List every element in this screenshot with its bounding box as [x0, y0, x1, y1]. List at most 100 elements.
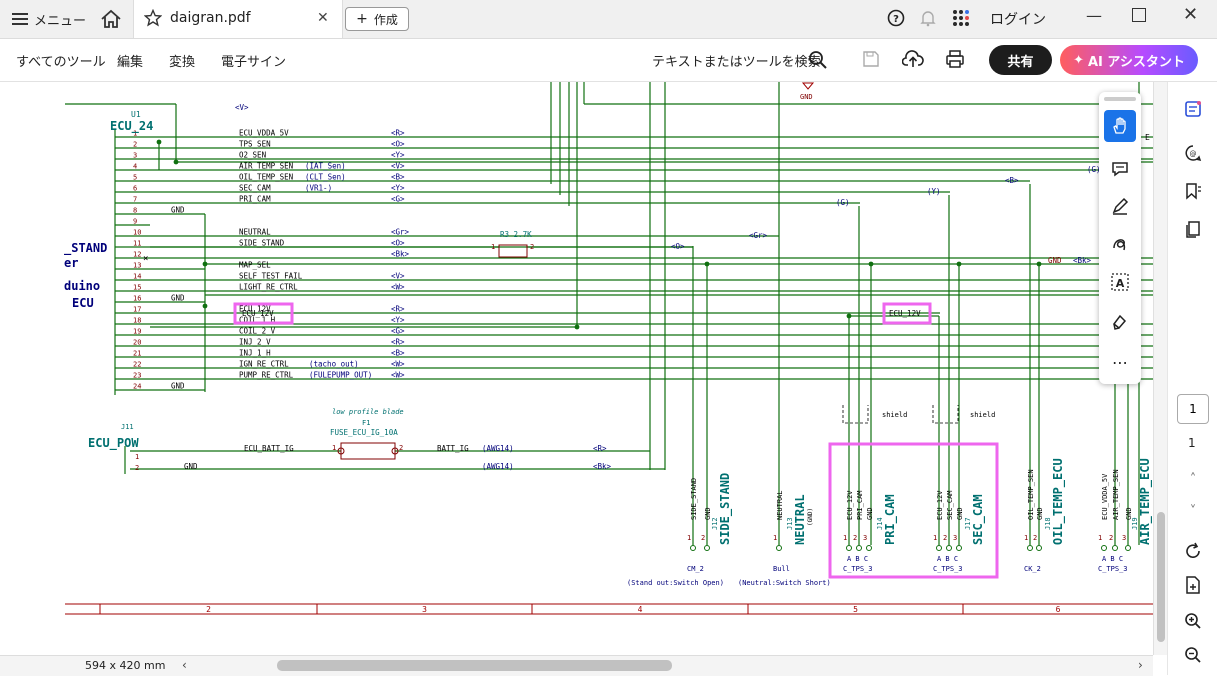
connector-type: CM_2 — [687, 565, 704, 573]
connector-pin-number: 2 — [943, 534, 947, 542]
u1-pin-alias: (VR1-) — [305, 184, 332, 193]
extract-page-icon[interactable] — [1180, 572, 1206, 598]
highlight-pen-icon[interactable] — [1104, 190, 1136, 222]
print-icon[interactable] — [945, 49, 965, 69]
connector-pin-name: OIL_TEMP_SEN — [1027, 469, 1035, 520]
connector-abc: A B C — [937, 555, 958, 563]
close-window-icon[interactable]: ✕ — [1183, 4, 1199, 25]
more-tools-icon[interactable]: ⋯ — [1112, 352, 1128, 372]
fuse-note: low profile blade — [332, 408, 404, 416]
u1-ref: U1 — [131, 110, 141, 119]
comments-panel-icon[interactable]: @ — [1180, 140, 1206, 166]
u1-pin-color-tag: <G> — [391, 327, 405, 336]
tag-bk-pow: <Bk> — [593, 462, 612, 471]
scroll-left-icon[interactable]: ‹ — [182, 658, 187, 672]
connector-pin-name: ECU_12V — [936, 490, 944, 520]
convert-menu[interactable]: 変換 — [169, 55, 196, 70]
save-icon[interactable] — [862, 50, 880, 68]
comment-tool-icon[interactable] — [1104, 152, 1136, 184]
cloud-upload-icon[interactable] — [902, 49, 924, 69]
help-icon[interactable]: ? — [887, 9, 905, 27]
all-tools-menu[interactable]: すべてのツール — [16, 55, 106, 70]
u1-pin-number: 2 — [133, 141, 137, 149]
menu-button[interactable]: メニュー — [12, 8, 86, 30]
connector-type: CK_2 — [1024, 565, 1041, 573]
shield-bracket — [932, 405, 959, 424]
u1-pin-signal: AIR_TEMP_SEN — [239, 162, 293, 171]
batt-ig2-label: BATT_IG — [437, 444, 469, 453]
zoom-in-icon[interactable] — [1180, 608, 1206, 634]
home-icon[interactable] — [98, 7, 124, 31]
u1-pin-color-tag: <Bk> — [391, 250, 410, 259]
scroll-right-icon[interactable]: › — [1138, 658, 1143, 672]
login-link[interactable]: ログイン — [990, 12, 1046, 28]
pages-icon[interactable] — [1180, 216, 1206, 242]
page-down-icon[interactable]: ˅ — [1189, 503, 1197, 519]
connector-ref: J13 — [786, 517, 794, 530]
create-button[interactable]: +作成 — [345, 7, 409, 31]
u1-pin-number: 15 — [133, 284, 141, 292]
zoom-out-icon[interactable] — [1180, 642, 1206, 668]
connector-pin-number: 2 — [853, 534, 857, 542]
horizontal-scroll-thumb[interactable] — [277, 660, 672, 671]
connector-pin-name: GND — [866, 507, 874, 520]
document-tab[interactable]: daigran.pdf ✕ — [133, 0, 343, 38]
star-icon[interactable] — [144, 9, 162, 27]
connector-ref: J19 — [1131, 517, 1139, 530]
rotate-icon[interactable] — [1180, 538, 1206, 564]
page-number-input[interactable]: 1 — [1177, 394, 1209, 424]
u1-pin-number: 13 — [133, 262, 141, 270]
connector-name: PRI_CAM — [883, 494, 898, 545]
side-label-duino: duino — [64, 279, 100, 293]
u1-pin-signal: COIL_1_H — [239, 316, 276, 325]
u1-pin-signal: ECU_12V — [239, 305, 271, 314]
gnd-arrow-symbol — [801, 82, 815, 90]
panel-grip[interactable] — [1104, 97, 1136, 101]
freehand-draw-icon[interactable] — [1104, 228, 1136, 260]
u1-pin-color-tag: <O> — [391, 239, 405, 248]
u1-pin-number: 21 — [133, 350, 141, 358]
tag-g-paren: (G) — [836, 198, 850, 207]
edit-menu[interactable]: 編集 — [117, 55, 144, 70]
u1-pin-alias: (CLT_Sen) — [305, 173, 346, 182]
r3-label: R3 2.7K — [500, 230, 532, 239]
tag-o-mid: <O> — [671, 242, 685, 251]
search-icon[interactable] — [808, 50, 828, 70]
connector-pin-circle — [946, 545, 952, 551]
vertical-scrollbar[interactable] — [1153, 82, 1168, 655]
ai-assistant-button[interactable]: ✦AI アシスタント — [1060, 45, 1198, 75]
grid-column-number: 4 — [638, 605, 643, 614]
u1-pin-number: 10 — [133, 229, 141, 237]
text-select-icon[interactable]: A — [1104, 266, 1136, 298]
apps-icon[interactable] — [952, 9, 970, 27]
esign-menu[interactable]: 電子サイン — [221, 55, 287, 70]
u1-pin-number: 11 — [133, 240, 141, 248]
right-sidebar: @ 1 1 ˄ ˅ — [1167, 82, 1217, 675]
shield-label-2: shield — [970, 411, 995, 419]
status-bar: 594 x 420 mm ‹ › — [0, 655, 1153, 676]
tag-r-pow: <R> — [593, 444, 607, 453]
vertical-scroll-thumb[interactable] — [1157, 512, 1165, 642]
j11-pin-1: 1 — [135, 453, 139, 461]
connector-pin-name: ECU_VDDA_5V — [1101, 473, 1109, 520]
connector-name: AIR_TEMP_ECU — [1138, 458, 1153, 545]
highlight-box-ecu-12v-2 — [882, 302, 932, 325]
share-button[interactable]: 共有 — [989, 45, 1052, 75]
search-tools-label[interactable]: テキストまたはツールを検索 — [652, 55, 821, 70]
u1-pin-color-tag: <Y> — [391, 316, 405, 325]
hamburger-icon — [12, 13, 28, 25]
u1-pin-signal: SIDE_STAND — [239, 239, 285, 248]
fill-sign-icon[interactable] — [1104, 306, 1136, 338]
minimize-icon[interactable]: — — [1086, 6, 1102, 25]
page-up-icon[interactable]: ˄ — [1189, 471, 1197, 487]
maximize-icon[interactable] — [1132, 8, 1146, 22]
u1-pin-signal: OIL_TEMP_SEN — [239, 173, 293, 182]
ai-summary-icon[interactable] — [1180, 96, 1206, 122]
bell-icon[interactable] — [919, 9, 937, 27]
close-tab-icon[interactable]: ✕ — [317, 10, 329, 26]
u1-pin-number: 1 — [133, 130, 137, 138]
hand-tool-icon[interactable] — [1104, 110, 1136, 142]
bookmarks-icon[interactable] — [1180, 178, 1206, 204]
connector-pin-circle — [1125, 545, 1131, 551]
